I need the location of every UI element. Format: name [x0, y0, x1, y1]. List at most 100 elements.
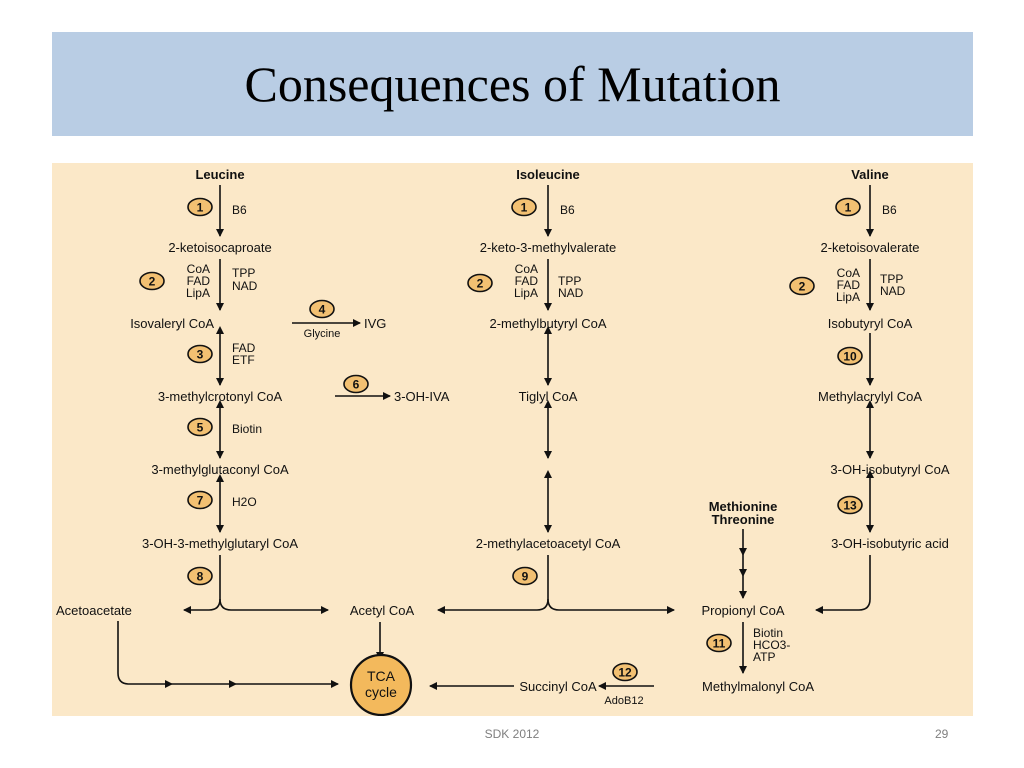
- svg-text:H2O: H2O: [232, 495, 257, 509]
- step-badge-9: 9: [512, 566, 538, 586]
- svg-text:NAD: NAD: [558, 286, 584, 300]
- step-badge-1: 1: [511, 197, 537, 217]
- step-badge-label: 4: [319, 303, 326, 317]
- step-badge-label: 12: [618, 666, 632, 680]
- svg-text:TPP: TPP: [880, 272, 903, 286]
- methionine-label: Methionine: [709, 499, 778, 514]
- arrow-val-to-propionyl: [815, 555, 871, 614]
- pathway-svg: TCA cycle Leucine B6 2-ketoisocaproate C…: [56, 167, 950, 716]
- adob12-label: AdoB12: [604, 695, 643, 707]
- threonine-label: Threonine: [712, 512, 775, 527]
- step-badge-label: 5: [197, 421, 204, 435]
- ohiva-label: 3-OH-IVA: [394, 389, 450, 404]
- arrow-ile-to-propionyl: [547, 598, 675, 614]
- step-badge-label: 1: [845, 201, 852, 215]
- step-badge-5: 5: [187, 417, 213, 437]
- ile-m1: 2-keto-3-methylvalerate: [480, 240, 617, 255]
- step-badge-10: 10: [837, 346, 863, 366]
- step-badge-4: 4: [309, 299, 335, 319]
- step-badge-13: 13: [837, 495, 863, 515]
- leu-m3: 3-methylcrotonyl CoA: [158, 389, 283, 404]
- title-bar: Consequences of Mutation: [52, 32, 973, 136]
- leucine-label: Leucine: [195, 167, 244, 182]
- leu-m4: 3-methylglutaconyl CoA: [151, 462, 289, 477]
- ile-m2: 2-methylbutyryl CoA: [489, 316, 606, 331]
- propionyl-coa-label: Propionyl CoA: [701, 603, 784, 618]
- val-m2: Isobutyryl CoA: [828, 316, 913, 331]
- val-m5: 3-OH-isobutyric acid: [831, 536, 949, 551]
- ivg-label: IVG: [364, 316, 386, 331]
- ile-m4: 2-methylacetoacetyl CoA: [476, 536, 621, 551]
- shared-branch: Methionine Threonine Propionyl CoA Bioti…: [519, 499, 814, 707]
- step-badge-2: 2: [139, 271, 165, 291]
- isoleucine-label: Isoleucine: [516, 167, 580, 182]
- step-badge-11: 11: [706, 633, 732, 653]
- step-badge-label: 1: [521, 201, 528, 215]
- step-badge-label: 1: [197, 201, 204, 215]
- leucine-branch: Leucine B6 2-ketoisocaproate CoA FAD Lip…: [56, 167, 450, 618]
- acetyl-coa-label: Acetyl CoA: [350, 603, 415, 618]
- step-badge-2: 2: [467, 273, 493, 293]
- svg-text:B6: B6: [560, 203, 575, 217]
- val-m1: 2-ketoisovalerate: [821, 240, 920, 255]
- step-badge-6: 6: [343, 374, 369, 394]
- step-badge-3: 3: [187, 344, 213, 364]
- svg-text:B6: B6: [882, 203, 897, 217]
- step-badge-1: 1: [187, 197, 213, 217]
- step-badge-label: 2: [477, 277, 484, 291]
- pathway-diagram: TCA cycle Leucine B6 2-ketoisocaproate C…: [52, 163, 973, 716]
- svg-text:NAD: NAD: [232, 279, 258, 293]
- step-badge-label: 7: [197, 494, 204, 508]
- leu-m2: Isovaleryl CoA: [130, 316, 214, 331]
- leu-m5: 3-OH-3-methylglutaryl CoA: [142, 536, 298, 551]
- footer-source: SDK 2012: [484, 727, 540, 741]
- svg-text:LipA: LipA: [186, 286, 210, 300]
- succinyl-coa-label: Succinyl CoA: [519, 679, 597, 694]
- tca-label-2: cycle: [365, 684, 397, 700]
- svg-text:Biotin: Biotin: [232, 422, 262, 436]
- step-badge-label: 2: [149, 275, 156, 289]
- glycine-label: Glycine: [304, 328, 341, 340]
- svg-text:Biotin: Biotin: [753, 626, 783, 640]
- val-m3: Methylacrylyl CoA: [818, 389, 922, 404]
- methylmalonyl-coa-label: Methylmalonyl CoA: [702, 679, 814, 694]
- step-badge-label: 9: [522, 570, 529, 584]
- svg-text:TPP: TPP: [558, 274, 581, 288]
- valine-branch: Valine B6 2-ketoisovalerate CoA FAD LipA…: [818, 167, 950, 551]
- svg-text:ETF: ETF: [232, 353, 255, 367]
- step-badge-2: 2: [789, 276, 815, 296]
- tca-label-1: TCA: [367, 668, 396, 684]
- tca-cycle: TCA cycle: [349, 653, 413, 716]
- step-badge-label: 8: [197, 570, 204, 584]
- step-badge-label: 2: [799, 280, 806, 294]
- acetoacetate-label: Acetoacetate: [56, 603, 132, 618]
- leu-s1-cof: B6: [232, 203, 247, 217]
- svg-text:FAD: FAD: [837, 278, 861, 292]
- step-badge-1: 1: [835, 197, 861, 217]
- step-badge-7: 7: [187, 490, 213, 510]
- svg-text:LipA: LipA: [836, 290, 860, 304]
- step-badge-label: 11: [713, 637, 726, 651]
- valine-label: Valine: [851, 167, 889, 182]
- svg-text:TPP: TPP: [232, 266, 255, 280]
- page-number: 29: [935, 727, 949, 741]
- svg-text:FAD: FAD: [232, 341, 256, 355]
- svg-text:LipA: LipA: [514, 286, 538, 300]
- svg-text:CoA: CoA: [515, 262, 538, 276]
- svg-text:FAD: FAD: [187, 274, 211, 288]
- svg-text:HCO3-: HCO3-: [753, 638, 790, 652]
- svg-text:CoA: CoA: [187, 262, 210, 276]
- step-badge-12: 12: [612, 662, 638, 682]
- step-badge-8: 8: [187, 566, 213, 586]
- svg-text:ATP: ATP: [753, 650, 775, 664]
- leu-m1: 2-ketoisocaproate: [168, 240, 271, 255]
- svg-text:NAD: NAD: [880, 284, 906, 298]
- step-badge-label: 10: [843, 350, 857, 364]
- step-badge-label: 3: [197, 348, 204, 362]
- arrow-leu-to-acetyl: [219, 598, 329, 614]
- ile-m3: Tiglyl CoA: [519, 389, 578, 404]
- arrow-acetoacetate-down: [117, 621, 173, 688]
- svg-text:FAD: FAD: [515, 274, 539, 288]
- step-badge-label: 6: [353, 378, 360, 392]
